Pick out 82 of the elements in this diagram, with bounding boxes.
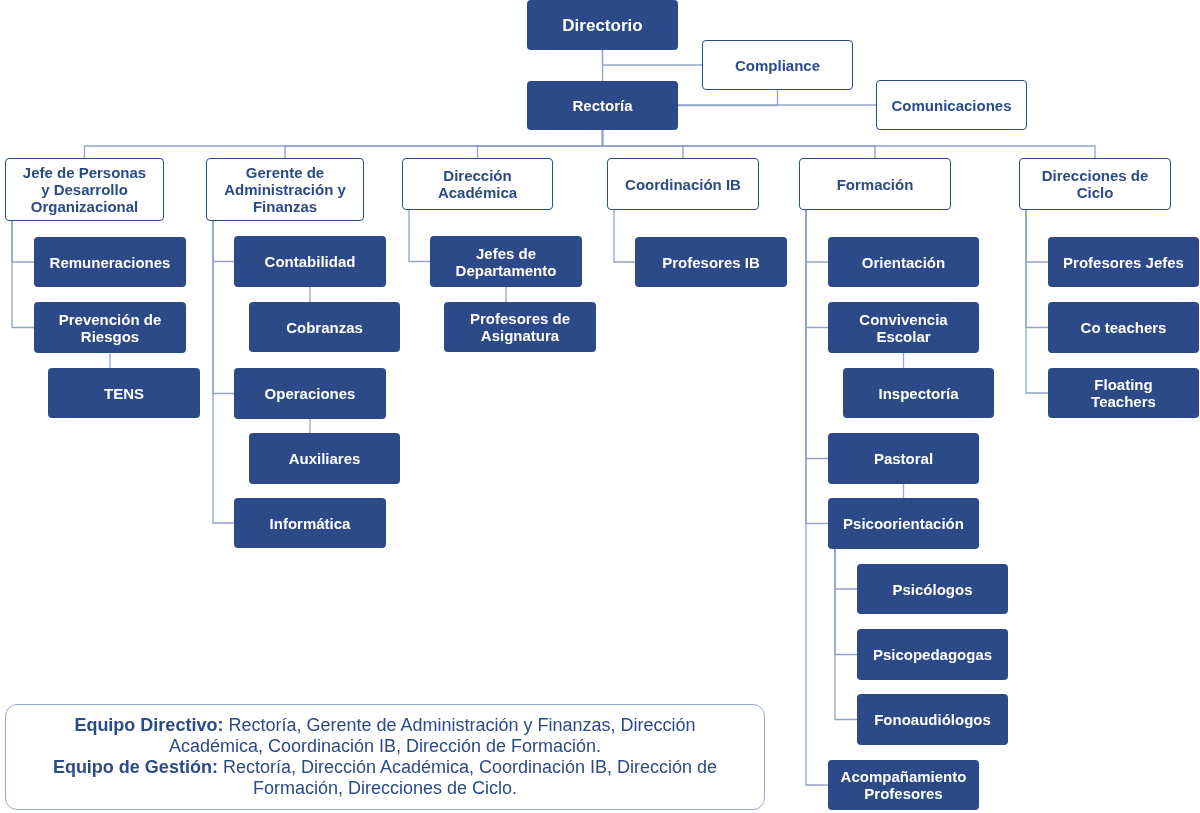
role-label: Profesores IB [662,253,760,271]
role-label: Formación [836,175,914,193]
connector-line [834,548,858,721]
role-label: Profesores Jefes [1063,253,1184,271]
role-label: Gerente de Administración y Finanzas [223,164,347,215]
role-label: Profesores de Asignatura [468,310,571,344]
unit-box [234,498,386,548]
role-label: Convivencia Escolar [858,310,949,345]
department-box [799,158,951,210]
role-label: Orientación [861,253,946,271]
connector-line [11,220,35,329]
role-label: Rectoría [572,97,633,114]
unit-box [1048,237,1199,287]
connector-line [505,286,507,303]
unit-box [527,81,678,130]
role-label: Operaciones [264,385,356,402]
unit-box [828,302,979,353]
role-label: Dirección Académica [436,167,519,201]
role-label: Jefes de Departamento [454,244,558,279]
note-box [5,704,765,810]
connector-line [109,352,111,369]
department-box [607,158,759,210]
role-label: Fonoaudiólogos [874,711,991,728]
unit-box [34,302,186,353]
role-label: Compliance [735,56,820,74]
connector-line [601,49,604,82]
department-box [1019,158,1171,210]
department-box [206,158,364,221]
unit-box [635,237,787,287]
role-label: Inspectoría [878,384,959,402]
unit-box [857,629,1008,680]
role-label: Comunicaciones [891,96,1012,114]
role-label: Coordinación IB [625,175,741,193]
unit-box [857,564,1008,614]
role-label: TENS [104,384,144,402]
unit-box [1048,302,1199,353]
department-box [702,40,853,90]
role-label: Remuneraciones [49,253,171,271]
unit-box [828,433,979,484]
unit-box [843,368,994,418]
role-label: Psicólogos [892,580,973,598]
role-label: Contabilidad [264,253,356,270]
department-box [876,80,1027,130]
unit-box [234,236,386,287]
note-text: Equipo Directivo: Rectoría, Gerente de Administración y Finanzas, Dirección Académica, Coordinación IB, Dirección de Formación. [73,715,697,757]
connector-line [601,129,1096,159]
unit-box [828,760,979,810]
role-label: Floating Teachers [1090,376,1157,410]
connector-line [677,104,877,106]
unit-box [857,694,1008,745]
connector-line [309,286,311,303]
unit-box [444,302,596,352]
role-label: Cobranzas [286,318,363,336]
unit-box [34,237,186,287]
board-box [527,0,678,50]
role-label: Jefe de Personas y Desarrollo Organizacional [21,164,148,215]
unit-box [828,498,979,549]
role-label: Pastoral [873,450,934,467]
unit-box [249,302,400,352]
role-label: Informática [269,514,351,532]
role-label: Auxiliares [288,450,361,467]
role-label: Direcciones de Ciclo [1040,167,1150,201]
role-label: Prevención de Riesgos [57,310,163,345]
role-label: Psicopedagogas [872,646,993,663]
unit-box [48,368,200,418]
role-label: Psicoorientación [843,515,964,532]
unit-box [1048,368,1199,418]
connector-line [613,209,636,263]
unit-box [828,237,979,287]
connector-line [1025,209,1049,394]
role-label: Acompañamiento Profesores [840,768,967,802]
role-label: Co teachers [1080,319,1167,336]
connector-line [309,418,311,434]
unit-box [234,368,386,419]
connector-line [408,209,431,263]
connector-line [212,220,235,524]
unit-box [249,433,400,484]
department-box [402,158,553,210]
department-box [5,158,164,221]
unit-box [430,236,582,287]
note-text: Equipo de Gestión: Rectoría, Dirección Académica, Coordinación IB, Dirección de Formación, Direcciones de Ciclo. [51,757,719,799]
role-label: Directorio [562,15,643,35]
